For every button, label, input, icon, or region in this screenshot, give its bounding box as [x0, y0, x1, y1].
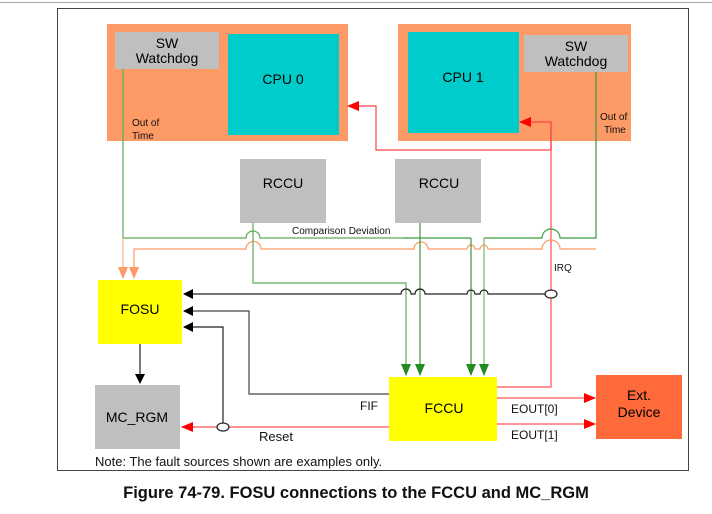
cpu1-block: [408, 32, 519, 133]
mc-rgm-block: [95, 385, 180, 449]
irq-junction: [544, 289, 558, 299]
mc-rgm-label: MC_RGM: [106, 409, 168, 425]
fccu-block: [389, 377, 497, 441]
ext-device-label-line2: Device: [618, 404, 661, 420]
rccu-1-label: RCCU: [419, 175, 459, 191]
ext-device-block: [596, 375, 682, 439]
fccu-label: FCCU: [425, 400, 464, 416]
sw-watchdog-0-label-line1: SW: [156, 35, 179, 51]
sw-watchdog-0-block: [115, 32, 219, 69]
sw-watchdog-1-label-line1: SW: [565, 38, 588, 54]
cpu0-block: [228, 34, 339, 135]
fif-label: FIF: [360, 399, 378, 413]
rccu0-to-fccu-line: [252, 223, 411, 376]
fosu-block: [98, 280, 182, 344]
out-of-time-0-green-line: [122, 69, 403, 239]
out-of-time-0-line1: Out of: [132, 118, 159, 129]
sw-watchdog-0-label-line2: Watchdog: [136, 50, 199, 66]
reset-to-fosu-line: [183, 322, 224, 427]
fosu-label: FOSU: [121, 301, 160, 317]
ext-device-label-line1: Ext.: [627, 387, 651, 403]
figure-caption: Figure 74-79. FOSU connections to the FC…: [123, 484, 589, 502]
rccu-0-label: RCCU: [263, 175, 303, 191]
out-of-time-0-line2: Time: [132, 131, 154, 142]
irq-label: IRQ: [554, 263, 572, 274]
reset-junction: [216, 422, 230, 432]
eout0-label: EOUT[0]: [511, 402, 558, 416]
orange-out-of-time-line: [129, 239, 596, 279]
sw-watchdog-1-block: [524, 35, 628, 72]
irq-line: [497, 122, 552, 388]
eout1-label: EOUT[1]: [511, 428, 558, 442]
page-top-rule: [0, 2, 712, 3]
figure-note: Note: The fault sources shown are exampl…: [95, 454, 383, 469]
out-of-time-1-line2: Time: [604, 125, 626, 136]
out-of-time-1-green-line: [484, 72, 597, 239]
rccu-1-block: [395, 159, 481, 223]
irq-to-fosu-line: [183, 288, 551, 299]
cpu0-label: CPU 0: [262, 71, 303, 87]
rccu-0-block: [240, 159, 326, 223]
irq-to-cpu0-line: [347, 101, 551, 151]
out-of-time-1-line1: Out of: [600, 112, 627, 123]
comparison-deviation-label: Comparison Deviation: [292, 226, 390, 237]
sw-watchdog-1-label-line2: Watchdog: [545, 53, 608, 69]
cpu1-label: CPU 1: [442, 69, 483, 85]
irq-to-cpu1-line: [519, 117, 552, 150]
reset-label: Reset: [259, 429, 293, 444]
fif-to-fosu-line: [183, 306, 389, 395]
figure-frame: [57, 8, 689, 471]
